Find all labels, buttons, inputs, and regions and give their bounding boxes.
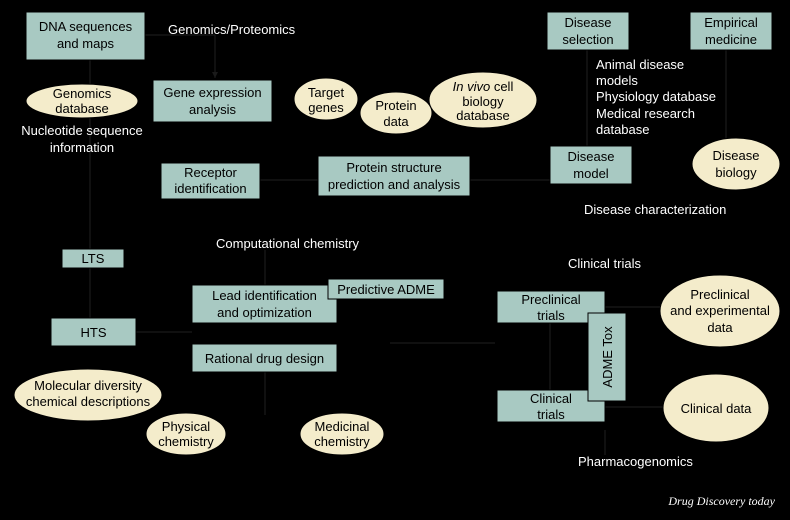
box-lts-label: LTS bbox=[82, 251, 105, 266]
ellipse-physical-line1: Physical bbox=[162, 419, 211, 434]
box-hts-label: HTS bbox=[81, 325, 107, 340]
box-receptor-line1: Receptor bbox=[184, 165, 237, 180]
ellipse-preclinical-line1: Preclinical bbox=[690, 287, 749, 302]
in-vivo-rest: cell bbox=[490, 79, 513, 94]
ellipse-molecular-line2: chemical descriptions bbox=[26, 394, 151, 409]
ellipse-molecular-diversity: Molecular diversity chemical description… bbox=[13, 368, 163, 422]
ellipse-physical-line2: chemistry bbox=[158, 434, 214, 449]
label-nucleotide-line2: information bbox=[50, 140, 114, 155]
box-hts: HTS bbox=[50, 317, 137, 347]
label-credit: Drug Discovery today bbox=[667, 494, 775, 508]
box-disease-selection: Disease selection bbox=[546, 11, 630, 51]
label-disease-characterization: Disease characterization bbox=[584, 202, 726, 217]
box-disease-selection-line1: Disease bbox=[565, 15, 612, 30]
box-preclinical-line1: Preclinical bbox=[521, 292, 580, 307]
ellipse-disease-biology: Disease biology bbox=[691, 137, 781, 191]
ellipse-preclinical-data: Preclinical and experimental data bbox=[659, 274, 781, 348]
box-receptor-identification: Receptor identification bbox=[160, 162, 261, 200]
box-lead-line1: Lead identification bbox=[212, 288, 317, 303]
box-preclinical-line2: trials bbox=[537, 308, 565, 323]
label-database: database bbox=[596, 122, 650, 137]
label-models: models bbox=[596, 73, 638, 88]
box-clinical-trials: Clinical trials bbox=[496, 389, 606, 423]
label-genomics-proteomics: Genomics/Proteomics bbox=[168, 22, 296, 37]
box-empirical-medicine: Empirical medicine bbox=[689, 11, 773, 51]
box-dna-line2: and maps bbox=[57, 36, 115, 51]
box-empirical-line2: medicine bbox=[705, 32, 757, 47]
ellipse-in-vivo: In vivo cell biology database bbox=[428, 71, 538, 129]
label-clinical-trials: Clinical trials bbox=[568, 256, 641, 271]
label-nucleotide-line1: Nucleotide sequence bbox=[21, 123, 142, 138]
box-rational-drug-design: Rational drug design bbox=[191, 343, 338, 373]
label-animal-disease: Animal disease bbox=[596, 57, 684, 72]
ellipse-protein-data: Protein data bbox=[359, 91, 433, 135]
box-predictive-adme: Predictive ADME bbox=[327, 278, 445, 300]
box-disease-model: Disease model bbox=[549, 145, 633, 185]
ellipse-disease-bio-line2: biology bbox=[715, 165, 757, 180]
box-rational-label: Rational drug design bbox=[205, 351, 324, 366]
box-gene-line2: analysis bbox=[189, 102, 236, 117]
ellipse-protein-line2: data bbox=[383, 114, 409, 129]
box-gene-expression: Gene expression analysis bbox=[152, 79, 273, 123]
ellipse-disease-bio-line1: Disease bbox=[713, 148, 760, 163]
ellipse-in-vivo-line1: In vivo cell bbox=[453, 79, 514, 94]
box-disease-model-line1: Disease bbox=[568, 149, 615, 164]
ellipse-physical-chemistry: Physical chemistry bbox=[145, 412, 227, 456]
ellipse-genomics-line1: Genomics bbox=[53, 86, 112, 101]
box-predictive-adme-label: Predictive ADME bbox=[337, 282, 435, 297]
ellipse-target-genes: Target genes bbox=[293, 77, 359, 121]
label-physiology-database: Physiology database bbox=[596, 89, 716, 104]
connectors bbox=[89, 34, 727, 455]
ellipse-medicinal-line2: chemistry bbox=[314, 434, 370, 449]
ellipse-medicinal-chemistry: Medicinal chemistry bbox=[299, 412, 385, 456]
box-dna-line1: DNA sequences bbox=[39, 19, 133, 34]
box-receptor-line2: identification bbox=[174, 181, 246, 196]
box-dna-sequences: DNA sequences and maps bbox=[25, 11, 146, 61]
box-protein-line1: Protein structure bbox=[346, 160, 441, 175]
box-disease-model-line2: model bbox=[573, 166, 609, 181]
ellipse-molecular-line1: Molecular diversity bbox=[34, 378, 142, 393]
box-lead-line2: and optimization bbox=[217, 305, 312, 320]
label-pharmacogenomics: Pharmacogenomics bbox=[578, 454, 693, 469]
box-clinical-line2: trials bbox=[537, 407, 565, 422]
box-protein-line2: prediction and analysis bbox=[328, 177, 461, 192]
ellipse-preclinical-line3: data bbox=[707, 320, 733, 335]
ellipse-medicinal-line1: Medicinal bbox=[315, 419, 370, 434]
ellipse-genomics-line2: database bbox=[55, 101, 109, 116]
box-gene-line1: Gene expression bbox=[163, 85, 261, 100]
box-empirical-line1: Empirical bbox=[704, 15, 758, 30]
ellipse-genomics-database: Genomics database bbox=[25, 83, 139, 119]
box-preclinical-trials: Preclinical trials bbox=[496, 290, 606, 324]
ellipse-preclinical-line2: and experimental bbox=[670, 303, 770, 318]
in-vivo-italic: In vivo bbox=[453, 79, 491, 94]
ellipse-clinical-label: Clinical data bbox=[681, 401, 753, 416]
ellipse-in-vivo-line3: database bbox=[456, 108, 510, 123]
ellipse-in-vivo-line2: biology bbox=[462, 94, 504, 109]
box-lead-identification: Lead identification and optimization bbox=[191, 284, 338, 324]
box-adme-tox-label: ADME Tox bbox=[600, 326, 615, 388]
box-lts: LTS bbox=[61, 248, 125, 269]
ellipse-clinical-data: Clinical data bbox=[662, 373, 770, 443]
label-computational-chemistry: Computational chemistry bbox=[216, 236, 360, 251]
box-disease-selection-line2: selection bbox=[562, 32, 613, 47]
label-medical-research: Medical research bbox=[596, 106, 695, 121]
ellipse-target-line2: genes bbox=[308, 100, 344, 115]
box-clinical-line1: Clinical bbox=[530, 391, 572, 406]
ellipse-target-line1: Target bbox=[308, 85, 345, 100]
box-adme-tox: ADME Tox bbox=[587, 312, 627, 402]
ellipse-protein-line1: Protein bbox=[375, 98, 416, 113]
box-protein-structure: Protein structure prediction and analysi… bbox=[317, 155, 471, 197]
